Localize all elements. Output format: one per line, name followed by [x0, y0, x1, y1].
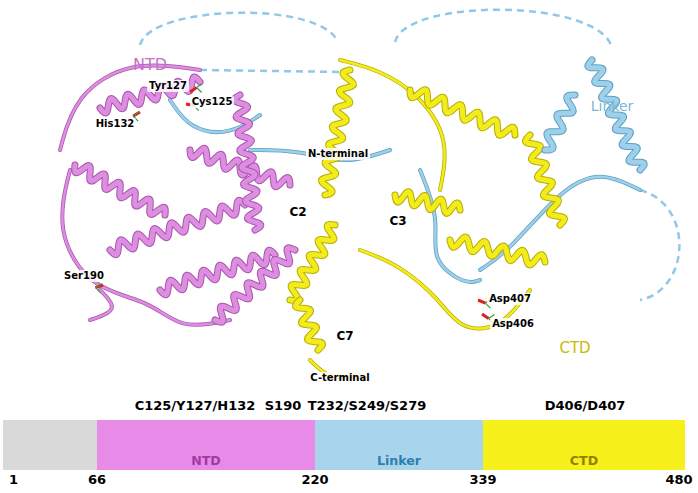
- region-name: NTD: [133, 56, 167, 74]
- ribbon-structure: [60, 10, 679, 377]
- residue-label: Tyr127: [147, 80, 189, 92]
- coil-loop: [90, 290, 112, 320]
- region-name: CTD: [559, 340, 590, 357]
- alpha-helix: [545, 95, 575, 150]
- alpha-helix: [75, 165, 166, 215]
- coil-loop: [420, 170, 480, 282]
- alpha-helix: [410, 90, 515, 136]
- helix-label: C7: [334, 330, 355, 344]
- residue-number: 1: [9, 473, 18, 488]
- coil-loop: [60, 65, 200, 150]
- dashed-loop: [640, 190, 679, 300]
- coil-loop: [60, 65, 200, 150]
- coil-loop: [420, 170, 480, 282]
- domain-name: NTD: [97, 453, 315, 468]
- coil-loop: [340, 60, 445, 190]
- alpha-helix: [588, 60, 644, 170]
- alpha-helix: [395, 192, 460, 214]
- residue-number: 220: [301, 473, 328, 488]
- alpha-helix: [290, 225, 335, 301]
- coil-loop: [62, 170, 230, 325]
- residue-stick: [197, 83, 203, 92]
- alpha-helix: [545, 95, 575, 150]
- residue-number: 339: [469, 473, 496, 488]
- residue-number: 480: [665, 473, 692, 488]
- domain-segment: CTD: [483, 420, 685, 470]
- residue-stick: [478, 300, 485, 303]
- alpha-helix: [395, 192, 460, 214]
- alpha-helix: [100, 77, 200, 113]
- alpha-helix: [234, 95, 261, 230]
- alpha-helix: [100, 77, 200, 113]
- coil-loop: [90, 290, 112, 320]
- region-name: Linker: [591, 98, 634, 114]
- residue-label: Cys125: [190, 96, 235, 108]
- domain-name: Linker: [315, 453, 483, 468]
- alpha-helix: [75, 165, 166, 215]
- coil-loop: [360, 250, 530, 329]
- residue-list: C125/Y127/H132: [135, 399, 256, 414]
- helix-label: C2: [287, 206, 308, 220]
- alpha-helix: [215, 248, 295, 322]
- alpha-helix: [295, 300, 322, 350]
- residue-stick: [95, 284, 101, 293]
- dashed-loop: [200, 70, 345, 72]
- residue-list: D406/D407: [545, 399, 626, 414]
- domain-name: CTD: [483, 453, 685, 468]
- residue-label: Asp407: [487, 293, 533, 305]
- alpha-helix: [321, 70, 353, 195]
- alpha-helix: [450, 237, 545, 265]
- alpha-helix: [215, 248, 295, 322]
- domain-segment: Linker: [315, 420, 483, 470]
- alpha-helix: [234, 95, 261, 230]
- residue-label: Asp406: [490, 318, 536, 330]
- terminus-label: N-terminal: [306, 148, 370, 160]
- alpha-helix: [295, 300, 322, 350]
- alpha-helix: [110, 200, 245, 254]
- helix-label: C3: [387, 215, 408, 229]
- residue-label: His132: [94, 118, 137, 130]
- coil-loop: [340, 60, 445, 190]
- bar-segment: [3, 420, 97, 470]
- residue-stick: [482, 314, 489, 319]
- alpha-helix: [450, 237, 545, 265]
- coil-loop: [62, 170, 230, 325]
- alpha-helix: [588, 60, 644, 170]
- residue-label: Ser190: [62, 270, 106, 282]
- alpha-helix: [110, 200, 245, 254]
- residue-number: 66: [88, 473, 106, 488]
- dashed-loop: [395, 10, 612, 48]
- residue-list: S190: [265, 399, 302, 414]
- domain-segment: NTD: [97, 420, 315, 470]
- alpha-helix: [321, 70, 353, 195]
- terminus-label: C-terminal: [308, 372, 371, 384]
- alpha-helix: [290, 225, 335, 301]
- dashed-loop: [140, 13, 338, 45]
- residue-list: T232/S249/S279: [308, 399, 427, 414]
- coil-loop: [360, 250, 530, 329]
- alpha-helix: [410, 90, 515, 136]
- residue-stick: [190, 87, 197, 92]
